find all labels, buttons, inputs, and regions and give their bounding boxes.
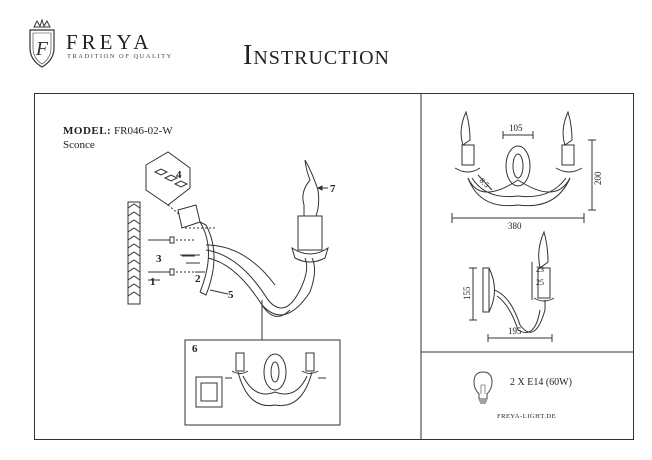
dimension-plate-width: 105 [509, 123, 523, 133]
model-label: MODEL: [63, 125, 112, 137]
step-label: 2 [195, 273, 201, 285]
instruction-frame [34, 93, 634, 440]
website-link: FREYA-LIGHT.DE [497, 413, 557, 420]
assembly-diagram: 1 2 3 4 5 6 7 [127, 151, 341, 426]
dimension-height: 200 [593, 171, 603, 185]
crystal-strip-icon [127, 201, 141, 305]
step-label: 5 [228, 289, 234, 301]
front-view-diagram: 380 105 200 8.5 [451, 110, 603, 230]
dimension-width: 380 [508, 221, 522, 230]
model-type: Sconce [63, 139, 95, 151]
brand-name: FREYA [66, 30, 153, 54]
step-label: 6 [192, 343, 198, 355]
terminal-block-icon [145, 151, 201, 229]
brand-tagline: TRADITION OF QUALITY [67, 53, 173, 60]
dimension-depth: 195 [508, 326, 522, 336]
step-label: 7 [330, 183, 336, 195]
dimension-side-height: 155 [462, 286, 472, 300]
bulb-spec: 2 X E14 (60W) [510, 377, 572, 388]
dimension-bulb-height: 23 [536, 265, 544, 274]
page-title: Instruction [243, 40, 390, 71]
step-label: 4 [176, 169, 182, 181]
svg-text:F: F [35, 38, 49, 60]
step-label: 3 [156, 253, 162, 265]
freya-logo-icon: F [29, 18, 55, 68]
model-line: MODEL: FR046-02-W [63, 125, 173, 137]
side-view-diagram: 155 195 23 25 [462, 230, 555, 342]
light-bulb-icon [473, 371, 493, 404]
dimension-cup-height: 25 [536, 278, 544, 287]
model-code: FR046-02-W [113, 125, 173, 137]
step-label: 1 [150, 276, 156, 288]
